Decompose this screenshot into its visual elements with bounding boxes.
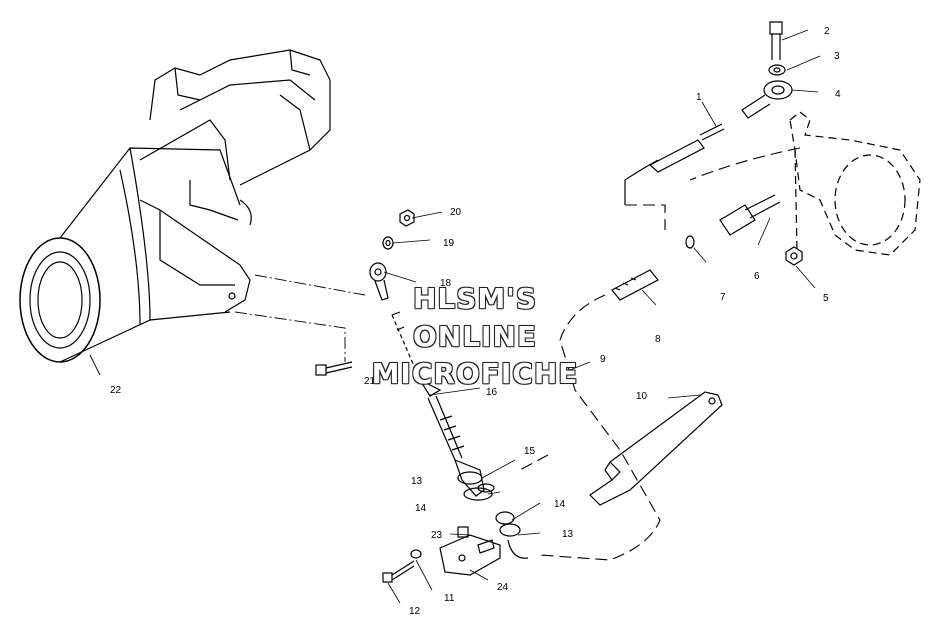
callout-23: 23 bbox=[431, 530, 443, 541]
callout-5: 5 bbox=[823, 293, 829, 304]
cable-16 bbox=[391, 311, 485, 497]
callout-10: 10 bbox=[636, 391, 648, 402]
callout-12: 12 bbox=[409, 606, 421, 617]
nut-20 bbox=[399, 209, 415, 227]
washer-19 bbox=[382, 236, 394, 250]
callout-8: 8 bbox=[655, 334, 661, 345]
callout-16: 16 bbox=[486, 387, 498, 398]
callout-6: 6 bbox=[754, 271, 760, 282]
callout-7: 7 bbox=[720, 292, 726, 303]
block-23 bbox=[457, 526, 469, 538]
bolt-12 bbox=[382, 560, 415, 583]
bolt-2 bbox=[769, 21, 783, 60]
callout-20: 20 bbox=[450, 207, 462, 218]
callout-14-lower: 14 bbox=[554, 499, 566, 510]
cable-end-1 bbox=[624, 123, 725, 205]
callout-2: 2 bbox=[824, 26, 830, 37]
callout-21: 21 bbox=[364, 376, 376, 387]
callout-18: 18 bbox=[440, 278, 452, 289]
frame-housing-part bbox=[19, 49, 331, 363]
callout-11: 11 bbox=[444, 593, 455, 604]
cable-fittings-lower bbox=[495, 511, 529, 559]
rod-end-4 bbox=[741, 80, 793, 119]
nut-5 bbox=[785, 246, 803, 266]
callout-15: 15 bbox=[524, 446, 536, 457]
callout-24: 24 bbox=[497, 582, 509, 593]
callout-1: 1 bbox=[696, 92, 702, 103]
callout-14-upper: 14 bbox=[415, 503, 427, 514]
bracket-24 bbox=[439, 534, 501, 576]
adjuster-6 bbox=[719, 194, 781, 236]
rod-end-18 bbox=[369, 262, 389, 301]
washer-7 bbox=[685, 235, 695, 249]
washer-3 bbox=[768, 64, 786, 76]
callout-4: 4 bbox=[835, 89, 841, 100]
callout-19: 19 bbox=[443, 238, 455, 249]
bracket-10 bbox=[589, 391, 723, 506]
callout-3: 3 bbox=[834, 51, 840, 62]
callout-13-lower: 13 bbox=[562, 529, 574, 540]
callout-9: 9 bbox=[600, 354, 606, 365]
carburetor-outline bbox=[789, 111, 921, 256]
bolt-21 bbox=[315, 361, 353, 376]
callout-22: 22 bbox=[110, 385, 122, 396]
washer-11 bbox=[410, 549, 422, 559]
callout-13-upper: 13 bbox=[411, 476, 423, 487]
cable-adjuster-8 bbox=[611, 269, 659, 301]
